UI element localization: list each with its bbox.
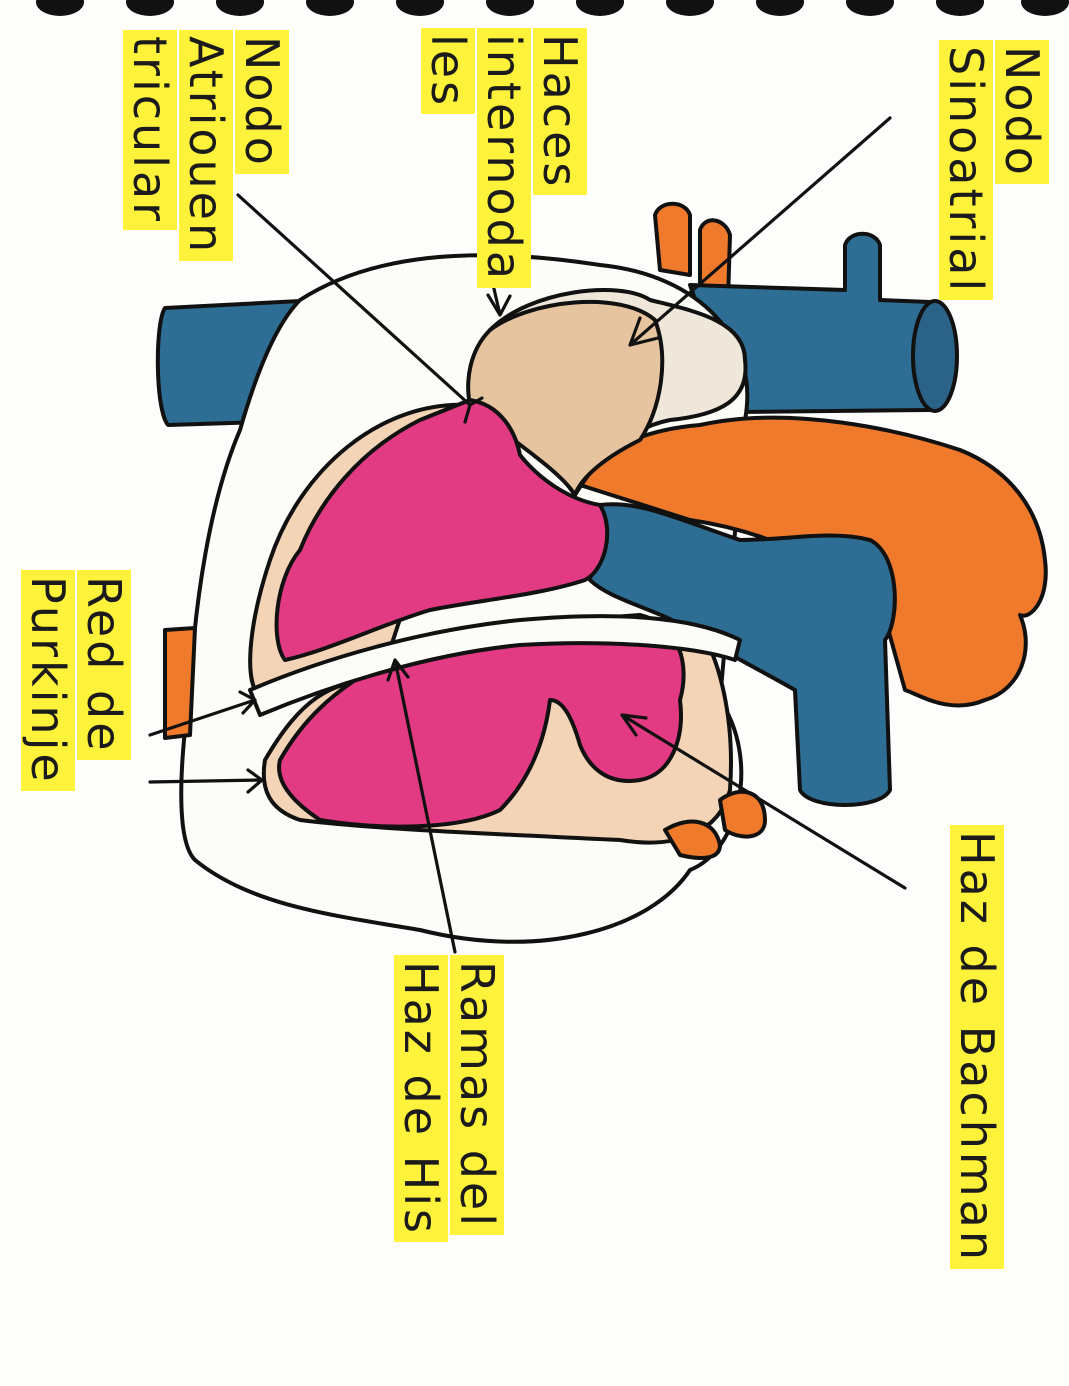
label-red-de-purkinje: Red de Purkinje <box>20 570 132 791</box>
label-nodo-sinoatrial: Nodo Sinoatrial <box>938 40 1050 300</box>
pulmonary-vessel-top-1 <box>655 204 690 275</box>
label-nodo-atrioventricular: Nodo Atriouen tricular <box>122 30 290 261</box>
label-haz-de-bachman: Haz de Bachman <box>949 825 1005 1269</box>
label-haces-internodales: Haces internoda les <box>420 28 588 288</box>
label-ramas-del-haz-de-his: Ramas del Haz de His <box>393 955 505 1242</box>
